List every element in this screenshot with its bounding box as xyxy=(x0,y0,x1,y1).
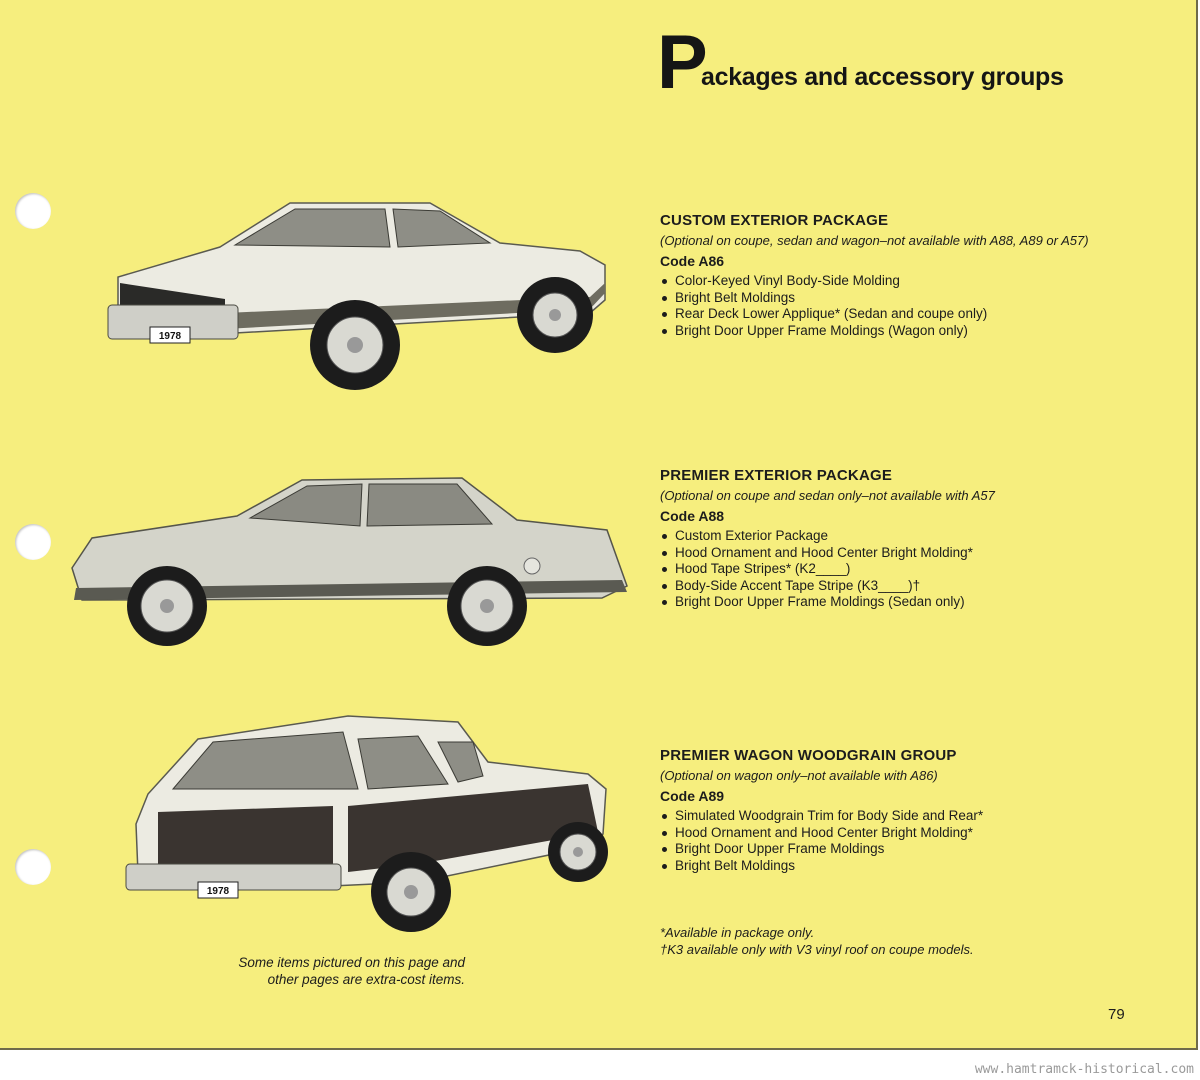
package-title: PREMIER EXTERIOR PACKAGE xyxy=(660,467,893,484)
package-title: CUSTOM EXTERIOR PACKAGE xyxy=(660,212,889,229)
wagon-rear-photo: 1978 xyxy=(125,715,608,932)
sedan-side-photo xyxy=(71,477,628,646)
title-initial: P xyxy=(657,20,708,105)
watermark-url: www.hamtramck-historical.com xyxy=(974,1062,1194,1077)
list-item: Bright Belt Moldings xyxy=(660,290,1160,307)
list-item: Bright Belt Moldings xyxy=(660,858,1160,875)
list-item: Body-Side Accent Tape Stripe (K3____)† xyxy=(660,578,1160,595)
caption-line: Some items pictured on this page and xyxy=(238,955,465,970)
list-item: Hood Tape Stripes* (K2____) xyxy=(660,561,1160,578)
package-availability-note: (Optional on wagon only–not available wi… xyxy=(660,768,938,783)
caption-line: other pages are extra-cost items. xyxy=(267,972,465,987)
package-premier-wagon-woodgrain: PREMIER WAGON WOODGRAIN GROUP (Optional … xyxy=(660,747,1160,874)
package-availability-note: (Optional on coupe and sedan only–not av… xyxy=(660,488,995,503)
binder-hole-middle xyxy=(15,524,51,560)
brochure-page: P ackages and accessory groups 1978 xyxy=(0,0,1198,1050)
package-code: Code A89 xyxy=(660,788,725,804)
page-number: 79 xyxy=(1108,1006,1125,1023)
list-item: Bright Door Upper Frame Moldings (Sedan … xyxy=(660,594,1160,611)
list-item: Bright Door Upper Frame Moldings xyxy=(660,841,1160,858)
package-availability-note: (Optional on coupe, sedan and wagon–not … xyxy=(660,233,1089,248)
package-code: Code A88 xyxy=(660,508,725,524)
footnote-dagger: †K3 available only with V3 vinyl roof on… xyxy=(660,942,974,957)
sedan-plate-text: 1978 xyxy=(159,331,182,342)
list-item: Bright Door Upper Frame Moldings (Wagon … xyxy=(660,323,1160,340)
wagon-plate-text: 1978 xyxy=(207,886,230,897)
package-items: Custom Exterior Package Hood Ornament an… xyxy=(660,528,1160,611)
photo-caption: Some items pictured on this page and oth… xyxy=(200,954,465,988)
binder-hole-top xyxy=(15,193,51,229)
package-custom-exterior: CUSTOM EXTERIOR PACKAGE (Optional on cou… xyxy=(660,212,1160,339)
list-item: Custom Exterior Package xyxy=(660,528,1160,545)
package-items: Color-Keyed Vinyl Body-Side Molding Brig… xyxy=(660,273,1160,339)
title-text: ackages and accessory groups xyxy=(701,63,1064,91)
list-item: Color-Keyed Vinyl Body-Side Molding xyxy=(660,273,1160,290)
package-items: Simulated Woodgrain Trim for Body Side a… xyxy=(660,808,1160,874)
package-title: PREMIER WAGON WOODGRAIN GROUP xyxy=(660,747,957,764)
footnotes: *Available in package only. †K3 availabl… xyxy=(660,924,974,958)
list-item: Rear Deck Lower Applique* (Sedan and cou… xyxy=(660,306,1160,323)
list-item: Hood Ornament and Hood Center Bright Mol… xyxy=(660,545,1160,562)
package-premier-exterior: PREMIER EXTERIOR PACKAGE (Optional on co… xyxy=(660,467,1160,611)
list-item: Hood Ornament and Hood Center Bright Mol… xyxy=(660,825,1160,842)
binder-hole-bottom xyxy=(15,849,51,885)
list-item: Simulated Woodgrain Trim for Body Side a… xyxy=(660,808,1160,825)
footnote-asterisk: *Available in package only. xyxy=(660,925,815,940)
package-code: Code A86 xyxy=(660,253,725,269)
sedan-rear-photo: 1978 xyxy=(107,202,606,390)
